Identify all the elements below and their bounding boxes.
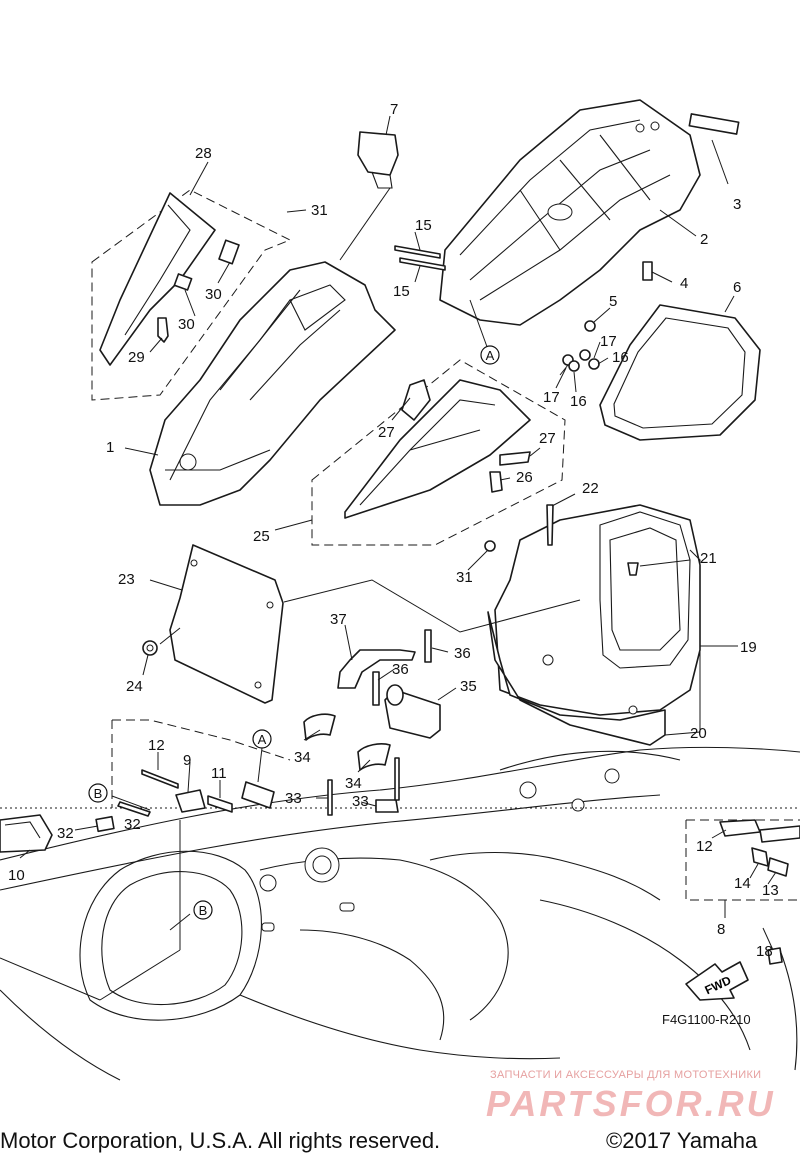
reference-marker-a: A xyxy=(252,729,272,749)
part-8-hinge xyxy=(719,819,761,837)
svg-text:A: A xyxy=(486,348,495,363)
part-number-label: 30 xyxy=(205,286,222,303)
part-number-label: 22 xyxy=(582,480,599,497)
part-37-bracket xyxy=(337,649,416,689)
part-7-handle xyxy=(357,131,399,176)
part-25-cover xyxy=(344,379,531,519)
part-number-label: 32 xyxy=(57,825,74,842)
svg-text:A: A xyxy=(258,732,267,747)
part-1-front-cover xyxy=(149,261,396,506)
part-number-label: 18 xyxy=(756,943,773,960)
part-number-label: 7 xyxy=(390,101,398,118)
fwd-arrow-icon xyxy=(685,961,749,1001)
part-number-label: 34 xyxy=(345,775,362,792)
part-23-panel xyxy=(169,544,284,704)
part-number-label: 37 xyxy=(330,611,347,628)
part-number-label: 14 xyxy=(734,875,751,892)
part-number-label: 15 xyxy=(393,283,410,300)
part-number-label: 12 xyxy=(148,737,165,754)
part-number-label: 27 xyxy=(378,424,395,441)
part-number-label: 36 xyxy=(392,661,409,678)
watermark-logo: PARTSFOR.RU xyxy=(486,1083,776,1124)
part-number-label: 16 xyxy=(612,349,629,366)
part-number-label: 27 xyxy=(539,430,556,447)
part-number-label: 20 xyxy=(690,725,707,742)
part-number-label: 12 xyxy=(696,838,713,855)
reference-marker-b: B xyxy=(193,900,213,920)
leader-lines xyxy=(0,115,777,1001)
part-9-latch xyxy=(175,789,206,813)
part-number-label: 34 xyxy=(294,749,311,766)
part-number-label: 9 xyxy=(183,752,191,769)
part-number-label: 17 xyxy=(600,333,617,350)
part-6-gasket xyxy=(599,304,761,441)
copyright-right: ©2017 Yamaha xyxy=(606,1128,758,1153)
part-number-labels: 1 2 3 4 5 6 7 8 9 10 11 12 12 13 14 15 1… xyxy=(8,101,779,960)
part-number-label: 15 xyxy=(415,217,432,234)
reference-marker-a: A xyxy=(480,345,500,365)
part-number-label: 35 xyxy=(460,678,477,695)
part-number-label: 4 xyxy=(680,275,688,292)
part-number-label: 16 xyxy=(570,393,587,410)
hull-deck-drawing xyxy=(0,746,800,1081)
part-number-label: 13 xyxy=(762,882,779,899)
part-number-label: 32 xyxy=(124,816,141,833)
part-number-label: 6 xyxy=(733,279,741,296)
copyright-left: Motor Corporation, U.S.A. All rights res… xyxy=(0,1128,441,1153)
part-number-label: 30 xyxy=(178,316,195,333)
part-number-label: 33 xyxy=(352,793,369,810)
part-10-cover xyxy=(0,814,53,853)
part-number-label: 28 xyxy=(195,145,212,162)
part-number-label: 2 xyxy=(700,231,708,248)
part-number-label: 10 xyxy=(8,867,25,884)
part-number-label: 17 xyxy=(543,389,560,406)
part-a-lever xyxy=(241,781,275,809)
part-number-label: 31 xyxy=(456,569,473,586)
part-number-label: 8 xyxy=(717,921,725,938)
part-number-label: 24 xyxy=(126,678,143,695)
part-number-label: 26 xyxy=(516,469,533,486)
svg-text:B: B xyxy=(94,786,103,801)
part-20-rim xyxy=(487,611,666,746)
part-number-label: 19 xyxy=(740,639,757,656)
part-number-label: 31 xyxy=(311,202,328,219)
part-number-label: 33 xyxy=(285,790,302,807)
part-number-label: 3 xyxy=(733,196,741,213)
part-number-label: 23 xyxy=(118,571,135,588)
part-number-label: 1 xyxy=(106,439,114,456)
part-number-label: 21 xyxy=(700,550,717,567)
drawing-code: F4G1100-R210 xyxy=(662,1012,751,1027)
reference-marker-b: B xyxy=(88,783,108,803)
part-28-side-cover xyxy=(99,192,216,366)
part-number-label: 5 xyxy=(609,293,617,310)
part-number-label: 29 xyxy=(128,349,145,366)
part-number-label: 11 xyxy=(211,765,227,782)
watermark-tagline: ЗАПЧАСТИ И АКСЕССУАРЫ ДЛЯ МОТОТЕХНИКИ xyxy=(490,1069,762,1081)
svg-text:B: B xyxy=(199,903,208,918)
part-number-label: 25 xyxy=(253,528,270,545)
part-number-label: 36 xyxy=(454,645,471,662)
